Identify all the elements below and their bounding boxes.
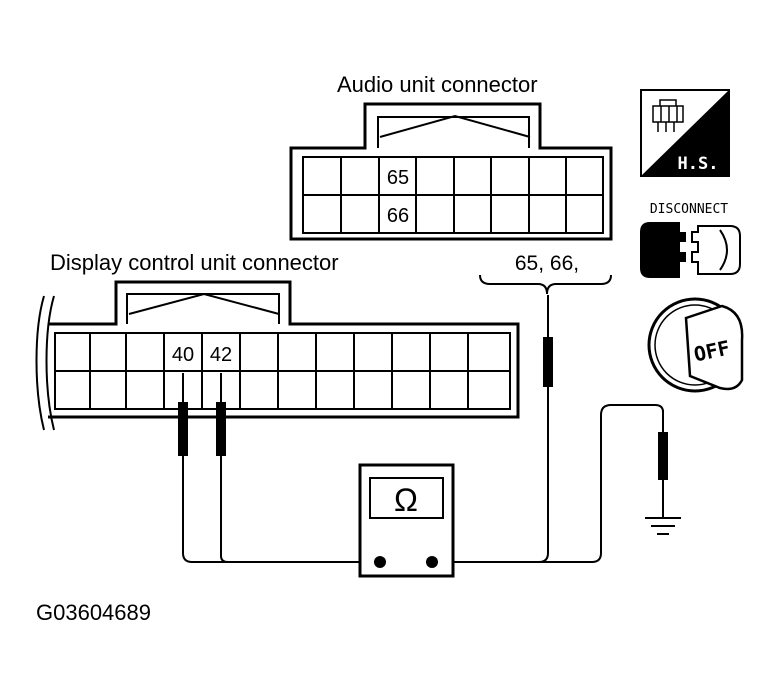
ohmmeter-icon: [358, 463, 455, 578]
display-pin-42-label: 42: [210, 344, 232, 366]
audio-pin-66-label: 66: [387, 205, 409, 227]
display-connector-label: Display control unit connector: [50, 250, 339, 275]
ignition-off-key-icon: [647, 297, 744, 393]
audio-connector-label: Audio unit connector: [337, 72, 538, 97]
lead-wires: [182, 387, 664, 563]
ohm-symbol: Ω: [394, 482, 418, 518]
probe-ground: [658, 410, 668, 518]
probe-pin-40: [178, 373, 188, 456]
disconnect-label: DISCONNECT: [650, 202, 728, 217]
audio-unit-connector: [289, 102, 613, 241]
display-pin-40-label: 40: [172, 344, 194, 366]
probe-pin-42: [216, 373, 226, 456]
audio-bracket-label: 65, 66,: [515, 252, 579, 275]
display-control-unit-connector: [35, 280, 520, 431]
ground-icon: [645, 517, 681, 535]
disconnect-connector-icon: [640, 222, 741, 278]
probe-audio-pins: [543, 295, 553, 387]
figure-id: G03604689: [36, 600, 151, 625]
connector-harness-side-icon: [640, 89, 730, 177]
audio-pin-65-label: 65: [387, 167, 409, 189]
harness-side-label: H.S.: [678, 154, 719, 174]
audio-pin-bracket: [479, 274, 612, 295]
